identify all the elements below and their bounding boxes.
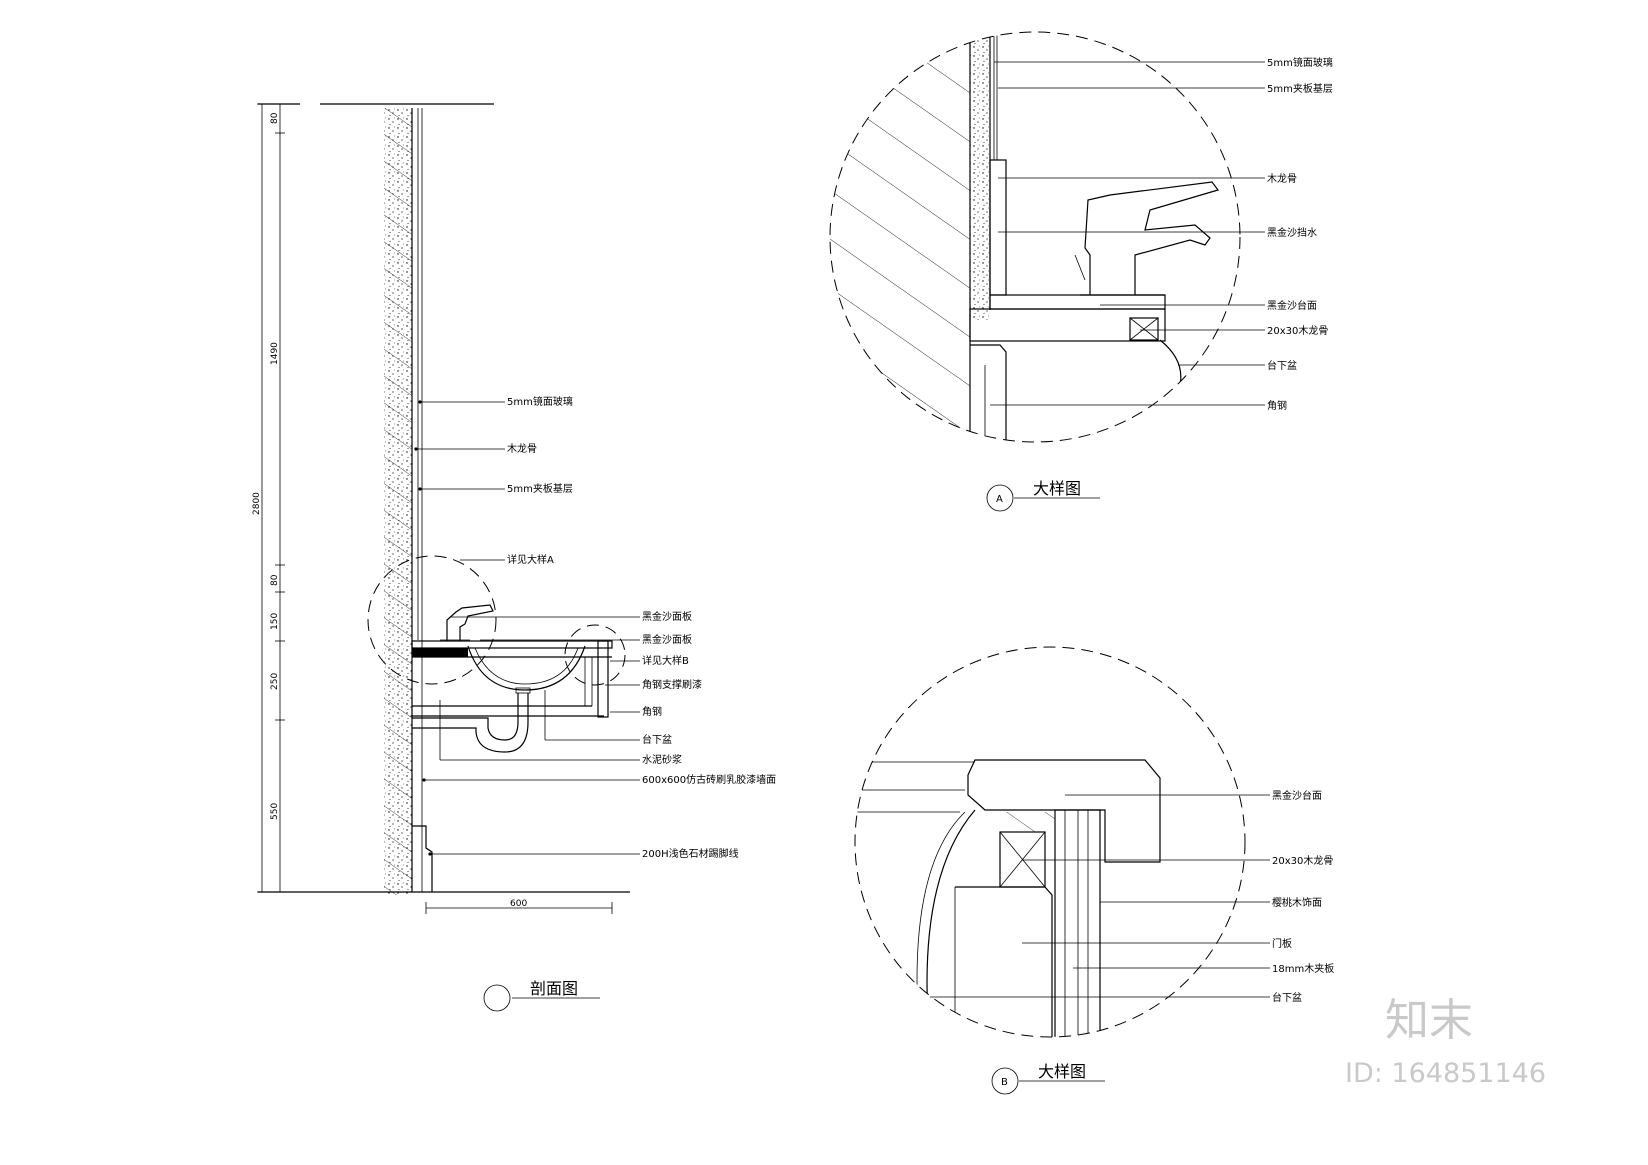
- dim-150: 150: [270, 613, 280, 630]
- section-view: 80 1490 2800 80 150 250 550 600: [252, 103, 776, 1012]
- section-label-bracket: 角钢支撑刷漆: [642, 678, 702, 691]
- faucet: [446, 604, 494, 641]
- section-title: 剖面图: [530, 979, 578, 998]
- detail-a-faucet: [1084, 181, 1219, 295]
- detail-a-label-steel: 角钢: [1267, 399, 1287, 412]
- detail-b-label-keel: 20x30木龙骨: [1272, 854, 1333, 867]
- dim-80-top: 80: [270, 112, 280, 124]
- detail-a-label-basin: 台下盆: [1267, 359, 1297, 372]
- section-label-mortar: 水泥砂浆: [642, 753, 682, 766]
- countertop-edge-band: [412, 648, 468, 657]
- basin: [467, 645, 586, 691]
- dim-250: 250: [270, 673, 280, 690]
- watermark-id: ID: 164851146: [1345, 1058, 1546, 1089]
- detail-a-label-plywood: 5mm夹板基层: [1267, 82, 1333, 95]
- section-label-panel-1: 黑金沙面板: [642, 610, 692, 623]
- section-label-panel-2: 黑金沙面板: [642, 633, 692, 646]
- dim-600: 600: [510, 899, 527, 909]
- detail-a-label-wood: 20x30木龙骨: [1267, 324, 1328, 337]
- countertop: [411, 640, 613, 649]
- detail-b-circle: [854, 646, 1246, 1038]
- section-title-marker: [483, 984, 511, 1012]
- detail-a-label-top: 黑金沙台面: [1267, 299, 1317, 312]
- detail-b-label-veneer: 樱桃木饰面: [1272, 896, 1322, 909]
- section-label-see-a: 详见大样A: [507, 553, 554, 566]
- detail-b-countertop: [967, 759, 1161, 863]
- apron: [597, 640, 609, 718]
- detail-a-tag-circle: [986, 484, 1014, 512]
- detail-b-label-top: 黑金沙台面: [1272, 789, 1322, 802]
- drain-trap: [412, 693, 519, 741]
- detail-a-tag: A: [996, 494, 1003, 505]
- section-label-mirror: 5mm镜面玻璃: [507, 395, 573, 408]
- detail-a-label-mirror: 5mm镜面玻璃: [1267, 56, 1333, 69]
- section-label-see-b: 详见大样B: [642, 654, 689, 667]
- detail-a-label-splash: 黑金沙挡水: [1267, 226, 1317, 239]
- detail-b-tag-circle: [991, 1067, 1019, 1095]
- detail-b-view: 黑金沙台面 20x30木龙骨 樱桃木饰面 门板 18mm木夹板 台下盆 B 大样…: [854, 646, 1334, 1095]
- watermark-brand: 知末: [1385, 995, 1473, 1046]
- detail-b-label-plywood: 18mm木夹板: [1272, 962, 1334, 975]
- detail-b-label-door: 门板: [1272, 937, 1292, 950]
- dim-1490: 1490: [270, 342, 280, 365]
- section-label-skirting: 200H浅色石材踢脚线: [642, 847, 739, 860]
- section-label-tile-wall: 600x600仿古砖刷乳胶漆墙面: [642, 773, 776, 786]
- detail-b-callout-circle: [564, 624, 626, 686]
- detail-a-circle: [829, 31, 1241, 443]
- detail-b-label-basin: 台下盆: [1272, 991, 1302, 1004]
- detail-a-view: 5mm镜面玻璃 5mm夹板基层 木龙骨 黑金沙挡水 黑金沙台面 20x30木龙骨…: [829, 31, 1333, 512]
- dim-2800: 2800: [252, 492, 262, 515]
- detail-b-title: 大样图: [1038, 1062, 1086, 1081]
- skirting: [412, 825, 433, 892]
- wall-speckle: [384, 108, 412, 895]
- detail-a-callout-circle: [367, 555, 497, 685]
- detail-a-title: 大样图: [1033, 479, 1081, 498]
- section-label-basin: 台下盆: [642, 733, 672, 746]
- dim-550: 550: [270, 803, 280, 820]
- detail-a-label-keel: 木龙骨: [1267, 172, 1297, 185]
- detail-b-tag: B: [1001, 1077, 1008, 1088]
- section-label-angle-steel: 角钢: [642, 705, 662, 718]
- section-label-plywood: 5mm夹板基层: [507, 482, 573, 495]
- dim-80-mid: 80: [270, 574, 280, 586]
- section-label-keel: 木龙骨: [507, 442, 537, 455]
